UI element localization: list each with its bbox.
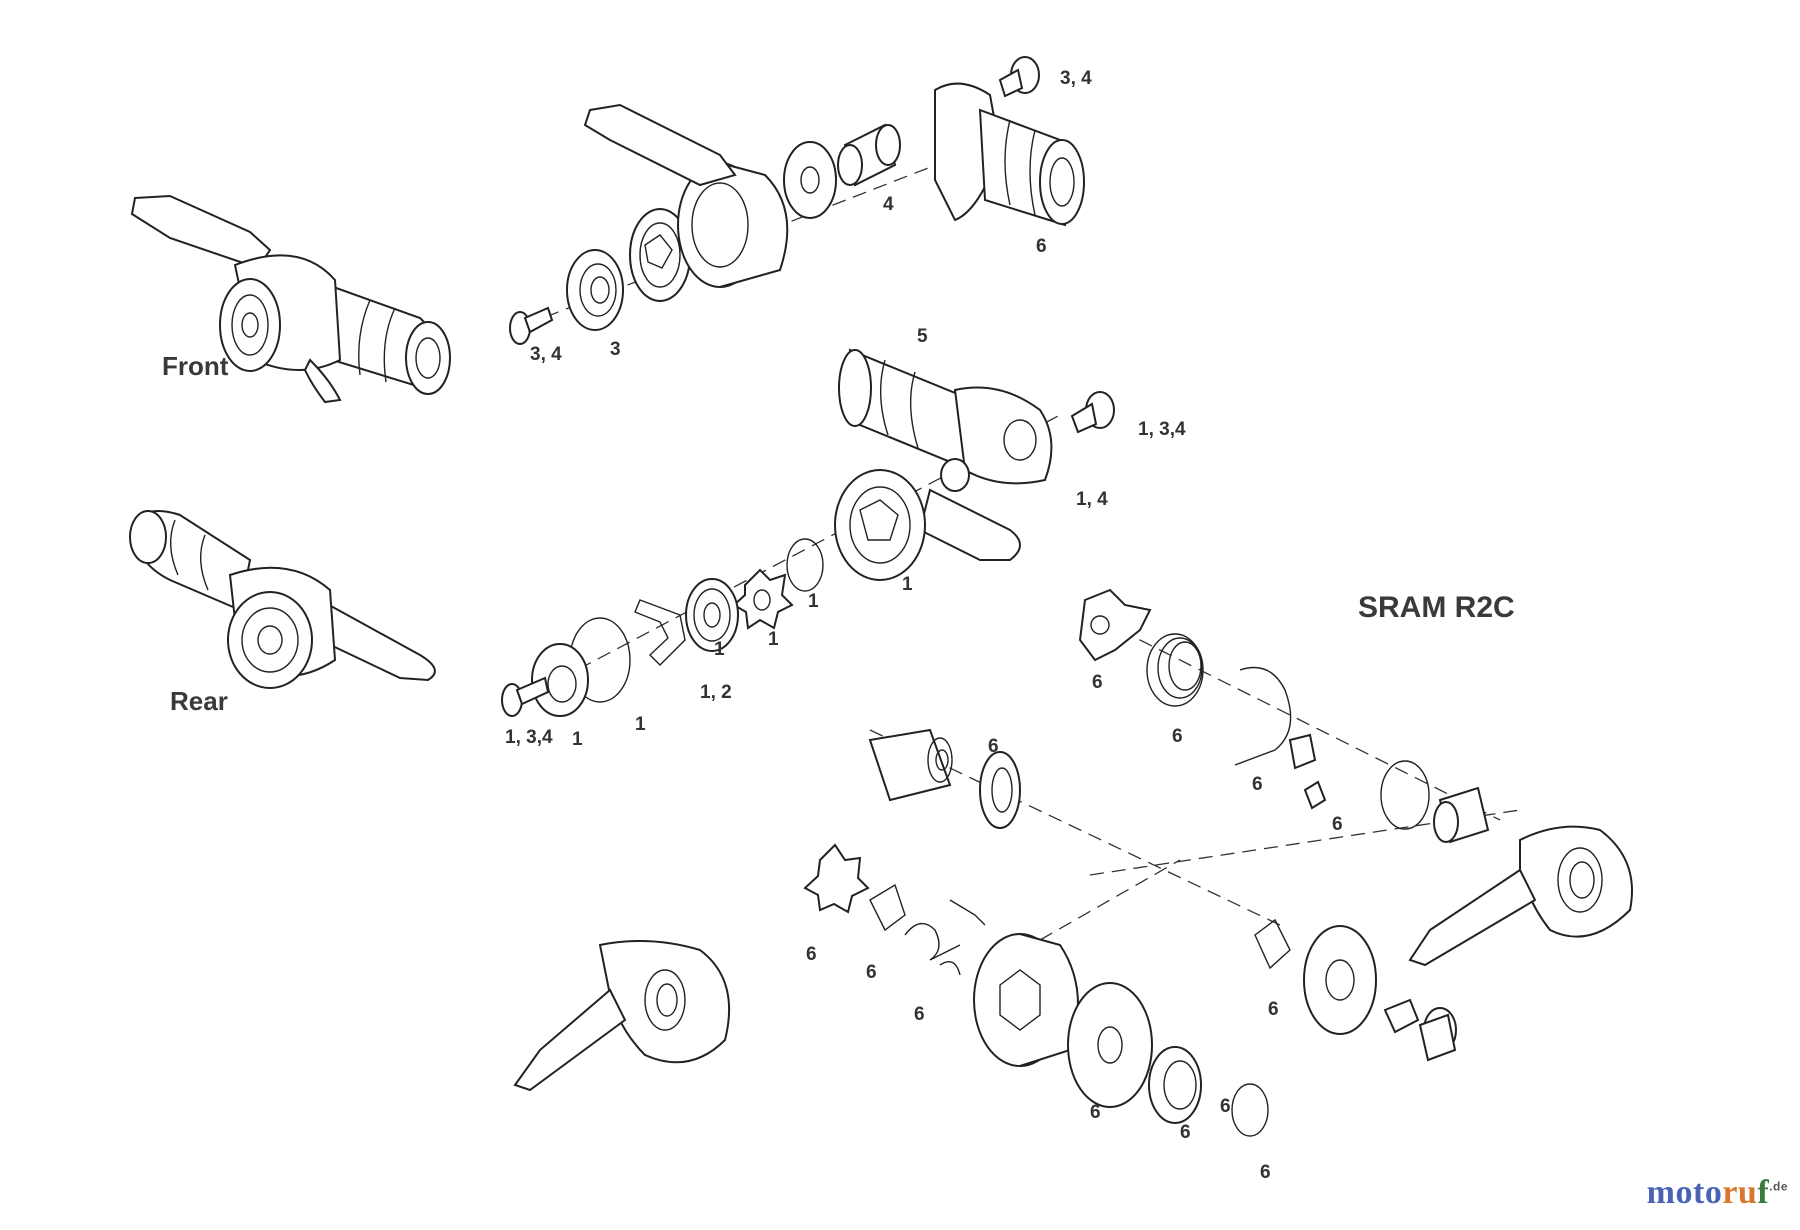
r2c-coil-spring [1146, 633, 1204, 707]
callout-r2c-spring-small: 6 [914, 1004, 925, 1025]
front-washer [783, 141, 837, 219]
front-dial [219, 278, 281, 372]
r2c-plate [1078, 588, 1152, 662]
callout-front-cap: 3 [610, 339, 621, 360]
r2c-d-ring [869, 883, 906, 932]
callout-r2c-sleeve: 6 [988, 736, 999, 757]
front-top-screw [998, 56, 1040, 98]
callout-rear-washer: 1 [768, 629, 779, 650]
callout-front-screw-top: 3, 4 [1060, 68, 1092, 89]
callout-r2c-star-washer: 6 [806, 944, 817, 965]
r2c-nut [868, 728, 953, 802]
callout-rear-clamp: 1, 4 [1076, 489, 1108, 510]
rear-clamp [940, 386, 1053, 492]
front-exploded-lever [583, 103, 737, 187]
callout-r2c-spring-coil: 6 [1172, 726, 1183, 747]
rear-o-ring-upper [786, 538, 824, 592]
front-lever [130, 194, 272, 270]
callout-rear-ring: 1 [808, 591, 819, 612]
rear-exploded [501, 348, 1115, 717]
r2c-sleeve [1433, 786, 1490, 844]
rear-view-label: Rear [170, 686, 228, 716]
r2c-pin [1288, 733, 1317, 770]
rear-dial [227, 591, 313, 689]
callout-rear-gear: 1 [714, 639, 725, 660]
front-grip-end [405, 321, 451, 395]
front-drum [677, 162, 789, 288]
watermark-suffix: .de [1769, 1179, 1788, 1194]
callout-rear-grip: 5 [917, 326, 928, 347]
callout-rear-clip: 1, 2 [700, 682, 732, 703]
r2c-exploded [513, 588, 1633, 1137]
front-bushing [837, 123, 901, 187]
callout-rear-oring: 1 [635, 714, 646, 735]
r2c-wire-spring [1234, 666, 1292, 766]
r2c-ring [1380, 760, 1430, 830]
callout-r2c-clip: 6 [866, 962, 877, 983]
rear-bottom-screw [501, 676, 550, 717]
watermark-part2: ru [1722, 1174, 1758, 1211]
rear-clip [634, 599, 686, 666]
r2c-washer-large [1067, 982, 1153, 1108]
rear-gear [685, 578, 739, 652]
watermark-part1: moto [1646, 1174, 1723, 1211]
rear-shifter-assembled [129, 510, 436, 689]
callout-r2c-ring-small: 6 [1260, 1162, 1271, 1183]
rear-lever [319, 598, 436, 682]
r2c-washer-right [1303, 925, 1377, 1035]
r2c-toothed-ring [979, 751, 1021, 829]
front-view-label: Front [162, 351, 229, 381]
callout-front-bushing: 4 [883, 194, 894, 215]
callout-rear-screw-bottom: 1, 3,4 [505, 727, 553, 748]
callout-r2c-washer-large: 6 [1090, 1102, 1101, 1123]
front-cap-screw [509, 306, 554, 345]
front-cap [566, 249, 624, 331]
r2c-ring-small [1231, 1083, 1269, 1137]
callout-r2c-pin: 6 [1332, 814, 1343, 835]
rear-top-screw [1070, 391, 1115, 434]
r2c-gear-small [1148, 1046, 1202, 1124]
rear-grip-exploded [838, 348, 972, 472]
callout-r2c-spring-wire: 6 [1252, 774, 1263, 795]
front-housing-grip [934, 82, 1085, 227]
callout-rear-body: 1 [902, 574, 913, 595]
rear-cap-exploded [531, 643, 589, 717]
r2c-body [973, 933, 1079, 1067]
r2c-lever-left [513, 940, 731, 1092]
front-shifter-assembled [130, 194, 451, 404]
callout-front-screw-cap: 3, 4 [530, 344, 562, 365]
rear-star-washer [732, 568, 794, 630]
callout-r2c-gear-small: 6 [1180, 1122, 1191, 1143]
r2c-lever-right [1408, 825, 1633, 967]
callout-rear-cap: 1 [572, 729, 583, 750]
callout-r2c-dring: 6 [1220, 1096, 1231, 1117]
callout-rear-screw-top: 1, 3,4 [1138, 419, 1186, 440]
watermark-logo: motoruf.de [1647, 1174, 1788, 1212]
r2c-d-ring-right [1254, 918, 1291, 970]
callout-r2c-nut: 6 [1268, 999, 1279, 1020]
callout-front-housing: 6 [1036, 236, 1047, 257]
front-exploded [509, 56, 1085, 345]
callout-r2c-plate: 6 [1092, 672, 1103, 693]
rear-body-exploded [834, 469, 1021, 581]
diagram-title: SRAM R2C [1358, 591, 1515, 624]
r2c-screw [1383, 998, 1457, 1062]
watermark-part3: f [1757, 1174, 1770, 1211]
r2c-small-spring [904, 922, 961, 976]
r2c-star-washer [803, 843, 870, 914]
